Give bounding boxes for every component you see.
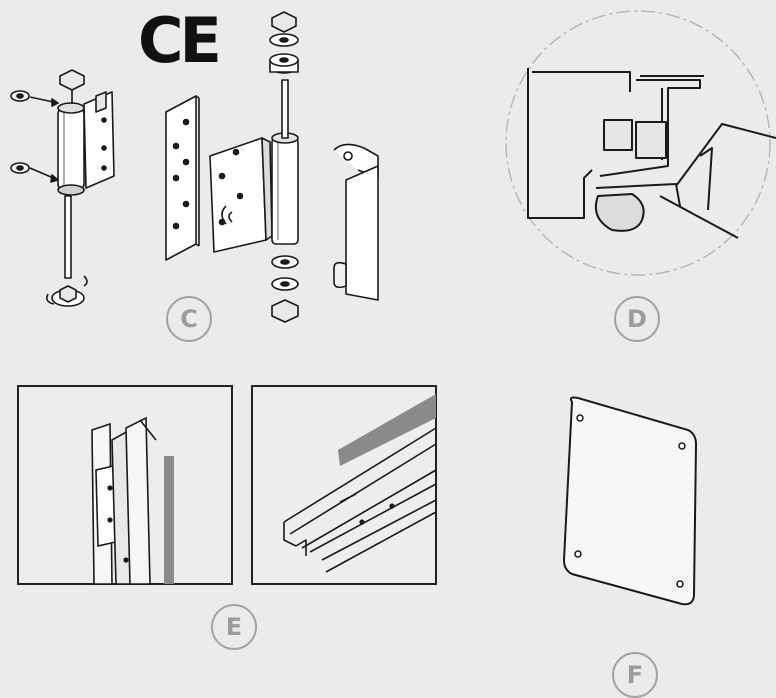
- frame-profile-detail-view: [505, 10, 776, 276]
- profile-panel-right: [251, 385, 437, 585]
- spring-hinge-exploded-view: [10, 11, 379, 323]
- profile-panel-left: [17, 385, 233, 585]
- label-f: F: [612, 652, 658, 698]
- ce-mark-logo: CE: [138, 4, 222, 77]
- label-e: E: [211, 604, 257, 650]
- label-d: D: [614, 296, 660, 342]
- label-c: C: [166, 296, 212, 342]
- mounting-plate: [562, 396, 698, 606]
